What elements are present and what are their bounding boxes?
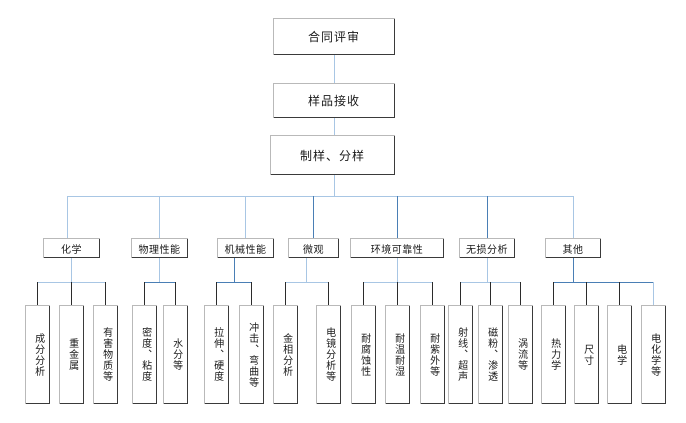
leaf-label-midu-niandu: 密度、粘度 — [139, 327, 151, 382]
category-label-physical: 物理性能 — [138, 244, 181, 256]
category-label-chemistry: 化学 — [61, 244, 82, 256]
connector-leaf-jinxiang — [285, 282, 286, 305]
flow-box-contract-review-label: 合同评审 — [307, 30, 360, 44]
leaf-label-chongji-wanqu: 冲击、弯曲等 — [246, 321, 258, 388]
category-box-environmental[interactable]: 环境可靠性 — [350, 238, 444, 258]
category-box-physical[interactable]: 物理性能 — [131, 238, 188, 258]
leaf-box-lashen-yingdu[interactable]: 拉伸、硬度 — [204, 305, 229, 404]
connector-microscopy-subbus — [306, 258, 307, 282]
category-label-mechanical: 机械性能 — [224, 244, 267, 256]
connector-leaf-woliu — [520, 282, 521, 305]
subbus-microscopy — [285, 282, 328, 283]
leaf-label-dianxue: 电学 — [614, 343, 626, 366]
leaf-label-naiziwai: 耐紫外等 — [427, 332, 439, 377]
connector-leaf-dianxue — [619, 282, 620, 305]
connector-bus-other — [573, 196, 574, 238]
flow-box-sample-preparation[interactable]: 制样、分样 — [270, 135, 395, 175]
connector-bus-physical — [159, 196, 160, 238]
leaf-box-cifen-shentou[interactable]: 磁粉、渗透 — [478, 305, 503, 404]
leaf-label-chicun: 尺寸 — [581, 343, 593, 366]
category-label-environmental: 环境可靠性 — [370, 244, 424, 256]
leaf-label-jinxiangfenxi: 金相分析 — [280, 332, 292, 377]
connector-leaf-zhongjinshu — [71, 282, 72, 305]
leaf-box-naifushixing[interactable]: 耐腐蚀性 — [351, 305, 376, 404]
leaf-label-woliu: 涡流等 — [515, 338, 527, 371]
connector-leaf-dianjing — [328, 282, 329, 305]
connector-bus-chemistry — [67, 196, 68, 238]
category-label-other: 其他 — [562, 244, 584, 256]
category-label-ndt: 无损分析 — [466, 244, 508, 256]
leaf-label-shuifen: 水分等 — [170, 338, 182, 371]
leaf-box-youhaiwuzhi[interactable]: 有害物质等 — [93, 305, 118, 404]
connector-leaf-chengfenfenxi — [37, 282, 38, 305]
leaf-box-chicun[interactable]: 尺寸 — [574, 305, 599, 404]
connector-leaf-youhaiwuzhi — [105, 282, 106, 305]
connector-bus-ndt — [487, 196, 488, 238]
connector-step1-step2 — [334, 55, 335, 83]
main-bus-line — [67, 196, 574, 197]
flow-box-sample-receiving[interactable]: 样品接收 — [273, 83, 395, 118]
leaf-label-shexian-chaosheng: 射线、超声 — [455, 327, 467, 382]
leaf-box-dianjingfenxi[interactable]: 电镜分析等 — [316, 305, 341, 404]
connector-step3-bus — [334, 175, 335, 196]
category-box-chemistry[interactable]: 化学 — [43, 238, 100, 258]
connector-chemistry-subbus — [71, 258, 72, 282]
connector-leaf-relixue — [553, 282, 554, 305]
category-box-microscopy[interactable]: 微观 — [288, 238, 339, 258]
leaf-label-youhaiwuzhi: 有害物质等 — [100, 327, 112, 382]
leaf-label-zhongjinshu: 重金属 — [66, 338, 78, 371]
connector-physical-subbus — [159, 258, 160, 282]
connector-leaf-midu — [144, 282, 145, 305]
connector-other-subbus — [573, 258, 574, 282]
connector-ndt-subbus — [487, 258, 488, 282]
leaf-label-naifushixing: 耐腐蚀性 — [358, 332, 370, 377]
category-box-mechanical[interactable]: 机械性能 — [217, 238, 274, 258]
leaf-box-naiziwai[interactable]: 耐紫外等 — [420, 305, 445, 404]
category-box-other[interactable]: 其他 — [545, 238, 601, 258]
connector-leaf-dianhuaxue — [653, 282, 654, 305]
leaf-box-shexian-chaosheng[interactable]: 射线、超声 — [448, 305, 473, 404]
connector-leaf-chicun — [586, 282, 587, 305]
connector-leaf-naiwennaishi — [397, 282, 398, 305]
leaf-box-naiwennaishi[interactable]: 耐温耐湿 — [385, 305, 410, 404]
leaf-box-woliu[interactable]: 涡流等 — [508, 305, 533, 404]
leaf-label-cifen-shentou: 磁粉、渗透 — [485, 327, 497, 382]
leaf-label-dianhuaxue: 电化学等 — [648, 332, 660, 377]
connector-bus-environmental — [397, 196, 398, 238]
category-label-microscopy: 微观 — [303, 244, 324, 256]
connector-leaf-shuifen — [175, 282, 176, 305]
subbus-physical — [144, 282, 175, 283]
leaf-label-lashen-yingdu: 拉伸、硬度 — [211, 327, 223, 382]
subbus-mechanical — [216, 282, 251, 283]
leaf-label-relixue: 热力学 — [548, 338, 560, 371]
connector-bus-microscopy — [313, 196, 314, 238]
connector-mechanical-subbus — [234, 258, 235, 282]
leaf-box-jinxiangfenxi[interactable]: 金相分析 — [273, 305, 298, 404]
leaf-box-dianxue[interactable]: 电学 — [607, 305, 632, 404]
flow-box-contract-review[interactable]: 合同评审 — [273, 18, 395, 55]
connector-bus-mechanical — [245, 196, 246, 238]
leaf-box-shuifen[interactable]: 水分等 — [163, 305, 188, 404]
subbus-other — [553, 282, 653, 283]
leaf-box-chengfenfenxi[interactable]: 成分分析 — [25, 305, 50, 404]
leaf-label-dianjingfenxi: 电镜分析等 — [323, 327, 335, 382]
connector-step2-step3 — [334, 118, 335, 135]
flow-box-sample-preparation-label: 制样、分样 — [299, 148, 365, 163]
leaf-box-relixue[interactable]: 热力学 — [541, 305, 566, 404]
connector-leaf-lashen — [216, 282, 217, 305]
leaf-box-midu-niandu[interactable]: 密度、粘度 — [132, 305, 157, 404]
connector-leaf-cifen — [490, 282, 491, 305]
leaf-box-dianhuaxue[interactable]: 电化学等 — [641, 305, 666, 404]
leaf-box-zhongjinshu[interactable]: 重金属 — [59, 305, 84, 404]
connector-leaf-naifushi — [363, 282, 364, 305]
leaf-label-chengfenfenxi: 成分分析 — [32, 332, 44, 377]
connector-leaf-chongji — [251, 282, 252, 305]
connector-environmental-subbus — [397, 258, 398, 282]
connector-leaf-shexian — [460, 282, 461, 305]
flow-box-sample-receiving-label: 样品接收 — [307, 94, 360, 108]
leaf-label-naiwennaishi: 耐温耐湿 — [392, 332, 404, 377]
leaf-box-chongji-wanqu[interactable]: 冲击、弯曲等 — [239, 305, 264, 404]
connector-leaf-naiziwai — [432, 282, 433, 305]
category-box-ndt[interactable]: 无损分析 — [459, 238, 515, 258]
